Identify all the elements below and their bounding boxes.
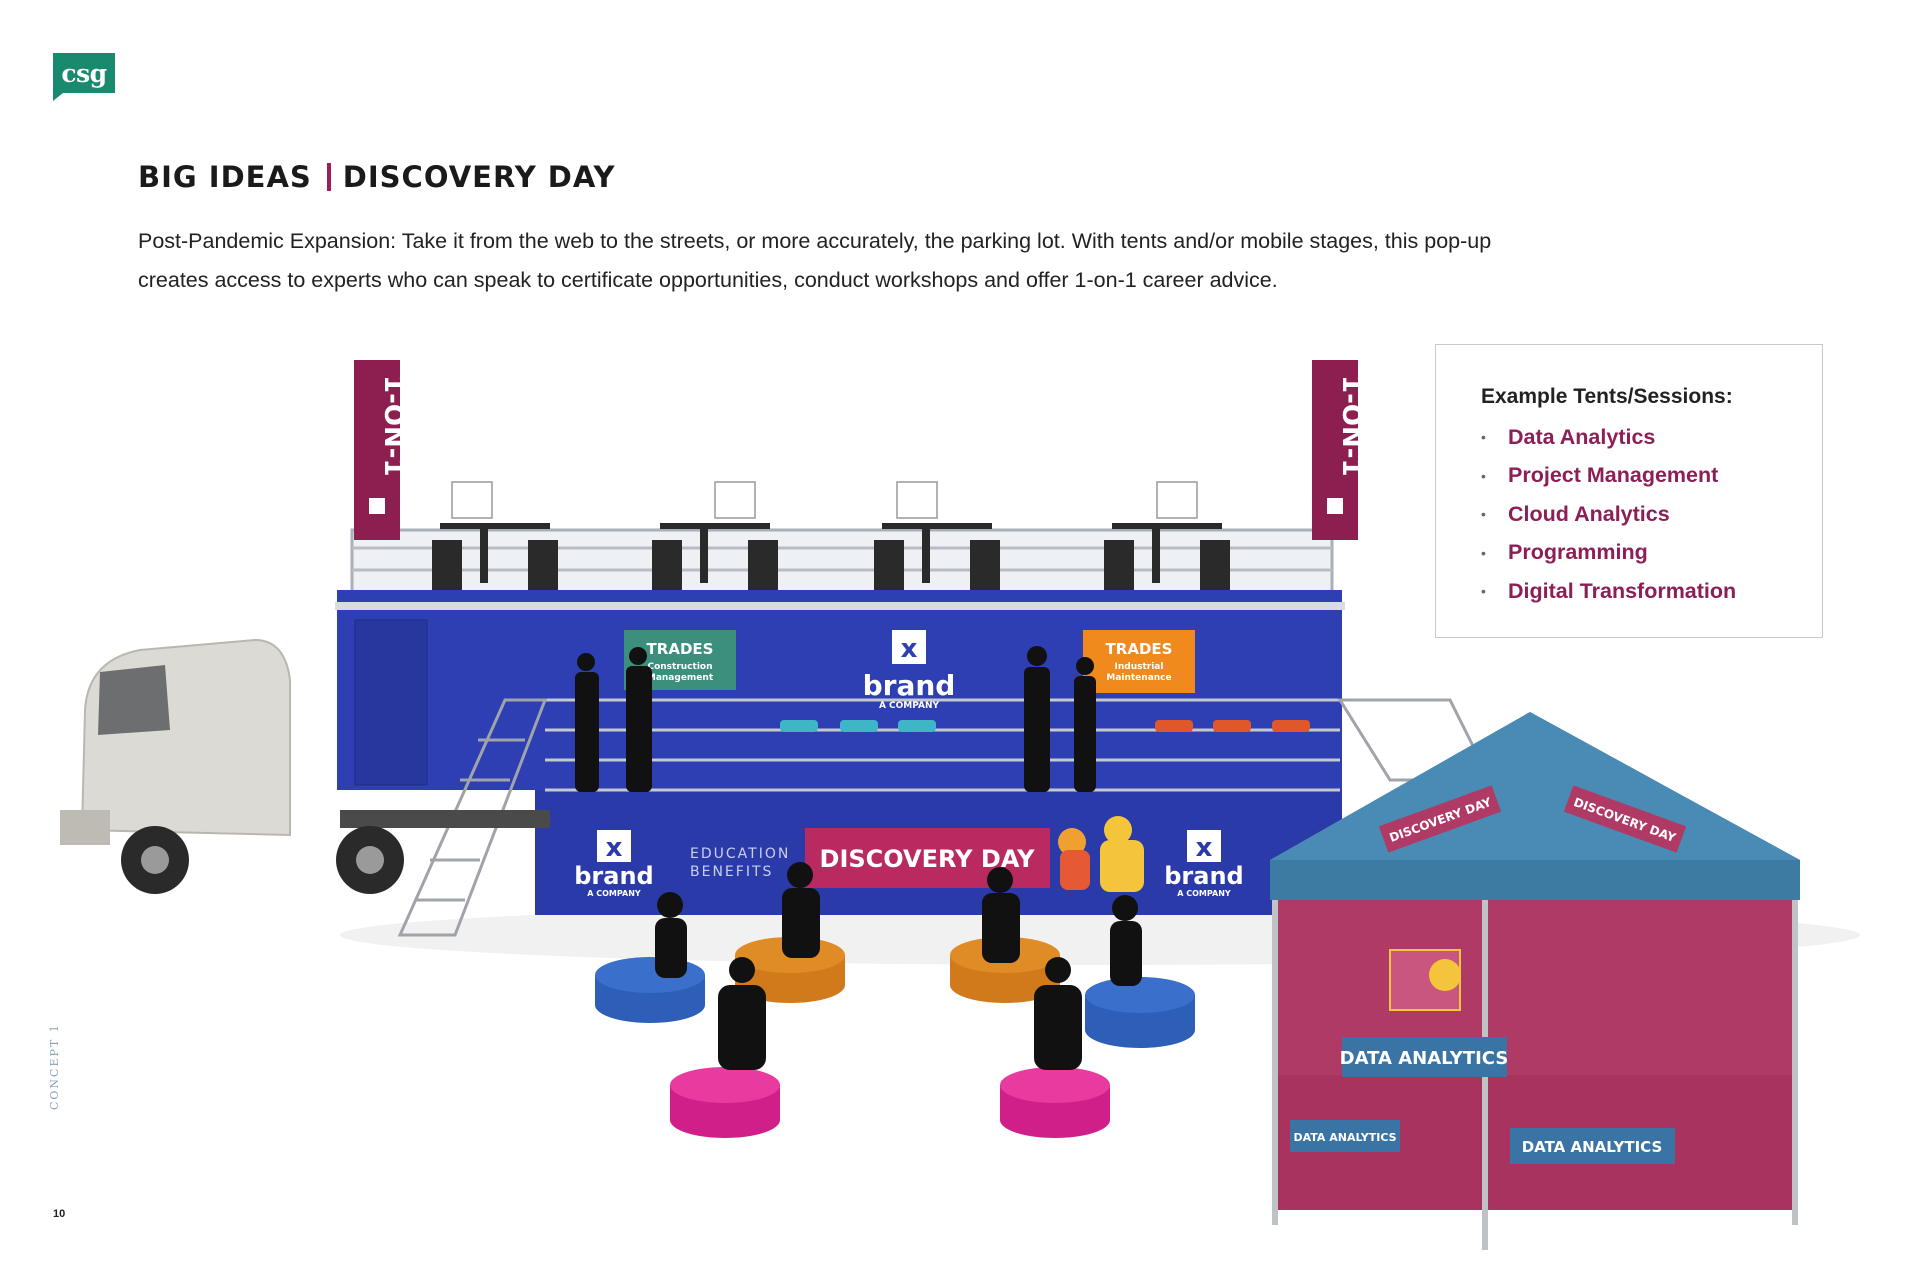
session-label: Digital Transformation [1508,578,1737,603]
tent-panel-main-text: DATA ANALYTICS [1340,1048,1509,1069]
list-item: • Digital Transformation [1481,572,1822,611]
intro-paragraph: Post-Pandemic Expansion: Take it from th… [138,229,1492,292]
brand-logo-center: x brand A COMPANY [863,630,956,711]
list-item: • Project Management [1481,457,1822,496]
sessions-heading: Example Tents/Sessions: [1481,385,1733,408]
banner-left: 1-ON-1 [354,360,408,540]
seated-people [655,862,1142,1070]
page-title: BIG IDEAS DISCOVERY DAY [138,160,616,194]
banner-right: 1-ON-1 [1312,360,1366,540]
stage-people [575,646,1096,792]
rooftop-signs [451,481,1198,519]
concept-side-label: CONCEPT 1 [48,1023,61,1110]
bullet-icon: • [1481,583,1486,600]
brand-sub-center: A COMPANY [879,701,940,711]
stage-railing [545,698,1340,792]
tent-panel-left-text: DATA ANALYTICS [1293,1131,1396,1144]
brand-word-left: brand [574,862,653,890]
brand-word-center: brand [863,669,956,702]
rooftop-seating [432,523,1230,590]
edu-line-1: EDUCATION [690,846,790,862]
brand-word-right: brand [1164,862,1243,890]
list-item: • Cloud Analytics [1481,495,1822,534]
lounge-seating [595,937,1195,1138]
title-divider [326,163,331,191]
title-discovery-day: DISCOVERY DAY [342,160,616,194]
tent-panel-right-text: DATA ANALYTICS [1522,1138,1663,1156]
svg-text:x: x [606,833,623,863]
session-label: Cloud Analytics [1508,501,1670,526]
sign-left-sub-2: Management [647,673,714,683]
bullet-icon: • [1481,467,1486,484]
list-item: • Programming [1481,534,1822,573]
stage-banner: DISCOVERY DAY [805,828,1050,888]
tent-panel-left [1290,1120,1400,1152]
tent: DISCOVERY DAY DISCOVERY DAY DATA ANALYTI… [1270,712,1800,1250]
svg-text:x: x [1196,833,1213,863]
edu-line-2: BENEFITS [690,864,773,880]
tent-panel-main [1342,1037,1507,1077]
truck-cab [60,638,550,894]
csg-logo: csg [53,53,115,101]
trailer-door [354,619,428,786]
sign-left-sub-1: Construction [647,662,712,672]
session-label: Project Management [1508,463,1719,488]
banner-figures [1058,816,1144,892]
tent-panel-right [1510,1128,1675,1164]
list-item: • Data Analytics [1481,418,1822,457]
bullet-icon: • [1481,429,1486,446]
bullet-icon: • [1481,506,1486,523]
banner-left-label: 1-ON-1 [378,375,408,477]
brand-sub-left: A COMPANY [587,889,641,898]
brand-sub-right: A COMPANY [1177,889,1231,898]
brand-logo-right: x brand A COMPANY [1164,830,1244,898]
sign-left-title: TRADES [647,640,714,658]
svg-text:x: x [901,634,918,664]
session-label: Programming [1508,540,1648,565]
page-number: 10 [53,1208,66,1220]
banner-right-label: 1-ON-1 [1336,375,1366,477]
sign-right-title: TRADES [1106,640,1173,658]
title-big-ideas: BIG IDEAS [138,160,312,194]
sessions-list: • Data Analytics • Project Management • Clo… [1481,418,1822,611]
stools-orange [1155,720,1310,732]
sessions-box: Example Tents/Sessions: • Data Analytics … [1435,344,1823,638]
sign-right-sub-1: Industrial [1115,662,1164,672]
brand-logo-left: x brand A COMPANY [574,830,654,898]
sign-right-sub-2: Maintenance [1106,673,1171,683]
bullet-icon: • [1481,544,1486,561]
session-label: Data Analytics [1508,424,1656,449]
sign-trades-industrial: TRADES Industrial Maintenance [1083,630,1195,693]
stools-teal [780,720,936,732]
upper-deck [350,528,1334,594]
